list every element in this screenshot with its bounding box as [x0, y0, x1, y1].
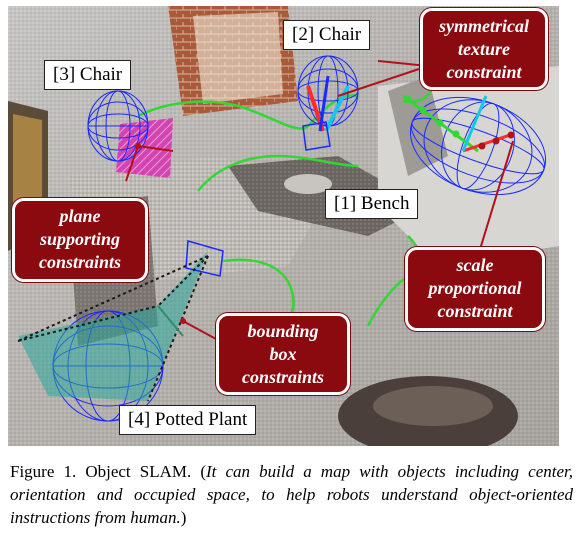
callout-line: scale [456, 255, 494, 275]
callout-line: constraints [38, 252, 122, 272]
label-bench-1: [1] Bench [325, 189, 419, 219]
callout-line: constraint [446, 62, 522, 82]
callout-scale-proportional: scale proportional constraint [405, 247, 545, 331]
chair-3-ellipsoid [87, 90, 149, 162]
scale-points [478, 131, 515, 150]
callout-line: box [269, 344, 297, 364]
callout-line: constraints [241, 367, 325, 387]
callout-plane-supporting: plane supporting constraints [12, 198, 148, 282]
caption-prefix: Figure 1. Object SLAM. ( [10, 462, 207, 481]
camera-frustum-plant [185, 240, 224, 277]
symmetry-axis-cyan [461, 95, 488, 152]
caption-italic: It can build a map with objects includin… [10, 462, 573, 527]
callout-line: plane [59, 206, 101, 226]
callout-line: proportional [428, 278, 522, 298]
bounding-box-plane [18, 251, 208, 401]
symmetry-axis-red [462, 132, 514, 153]
callout-line: symmetrical [439, 16, 529, 36]
caption-suffix: ) [180, 508, 187, 527]
label-chair-2: [2] Chair [283, 20, 371, 50]
callout-line: texture [458, 39, 510, 59]
symmetry-points [404, 95, 460, 138]
label-chair-3: [3] Chair [44, 60, 132, 90]
callout-symmetrical-texture: symmetrical texture constraint [420, 8, 548, 90]
callout-line: constraint [437, 301, 513, 321]
callout-line: supporting [39, 229, 121, 249]
support-plane [116, 118, 173, 178]
camera-frustum-small [302, 121, 331, 151]
figure-caption: Figure 1. Object SLAM. (It can build a m… [10, 460, 573, 529]
camera-trajectory [137, 75, 434, 331]
callout-bounding-box: bounding box constraints [216, 313, 350, 395]
label-potted-plant-4: [4] Potted Plant [119, 405, 257, 435]
callout-line: bounding [247, 321, 319, 341]
chair-2-axis-z [318, 75, 330, 132]
